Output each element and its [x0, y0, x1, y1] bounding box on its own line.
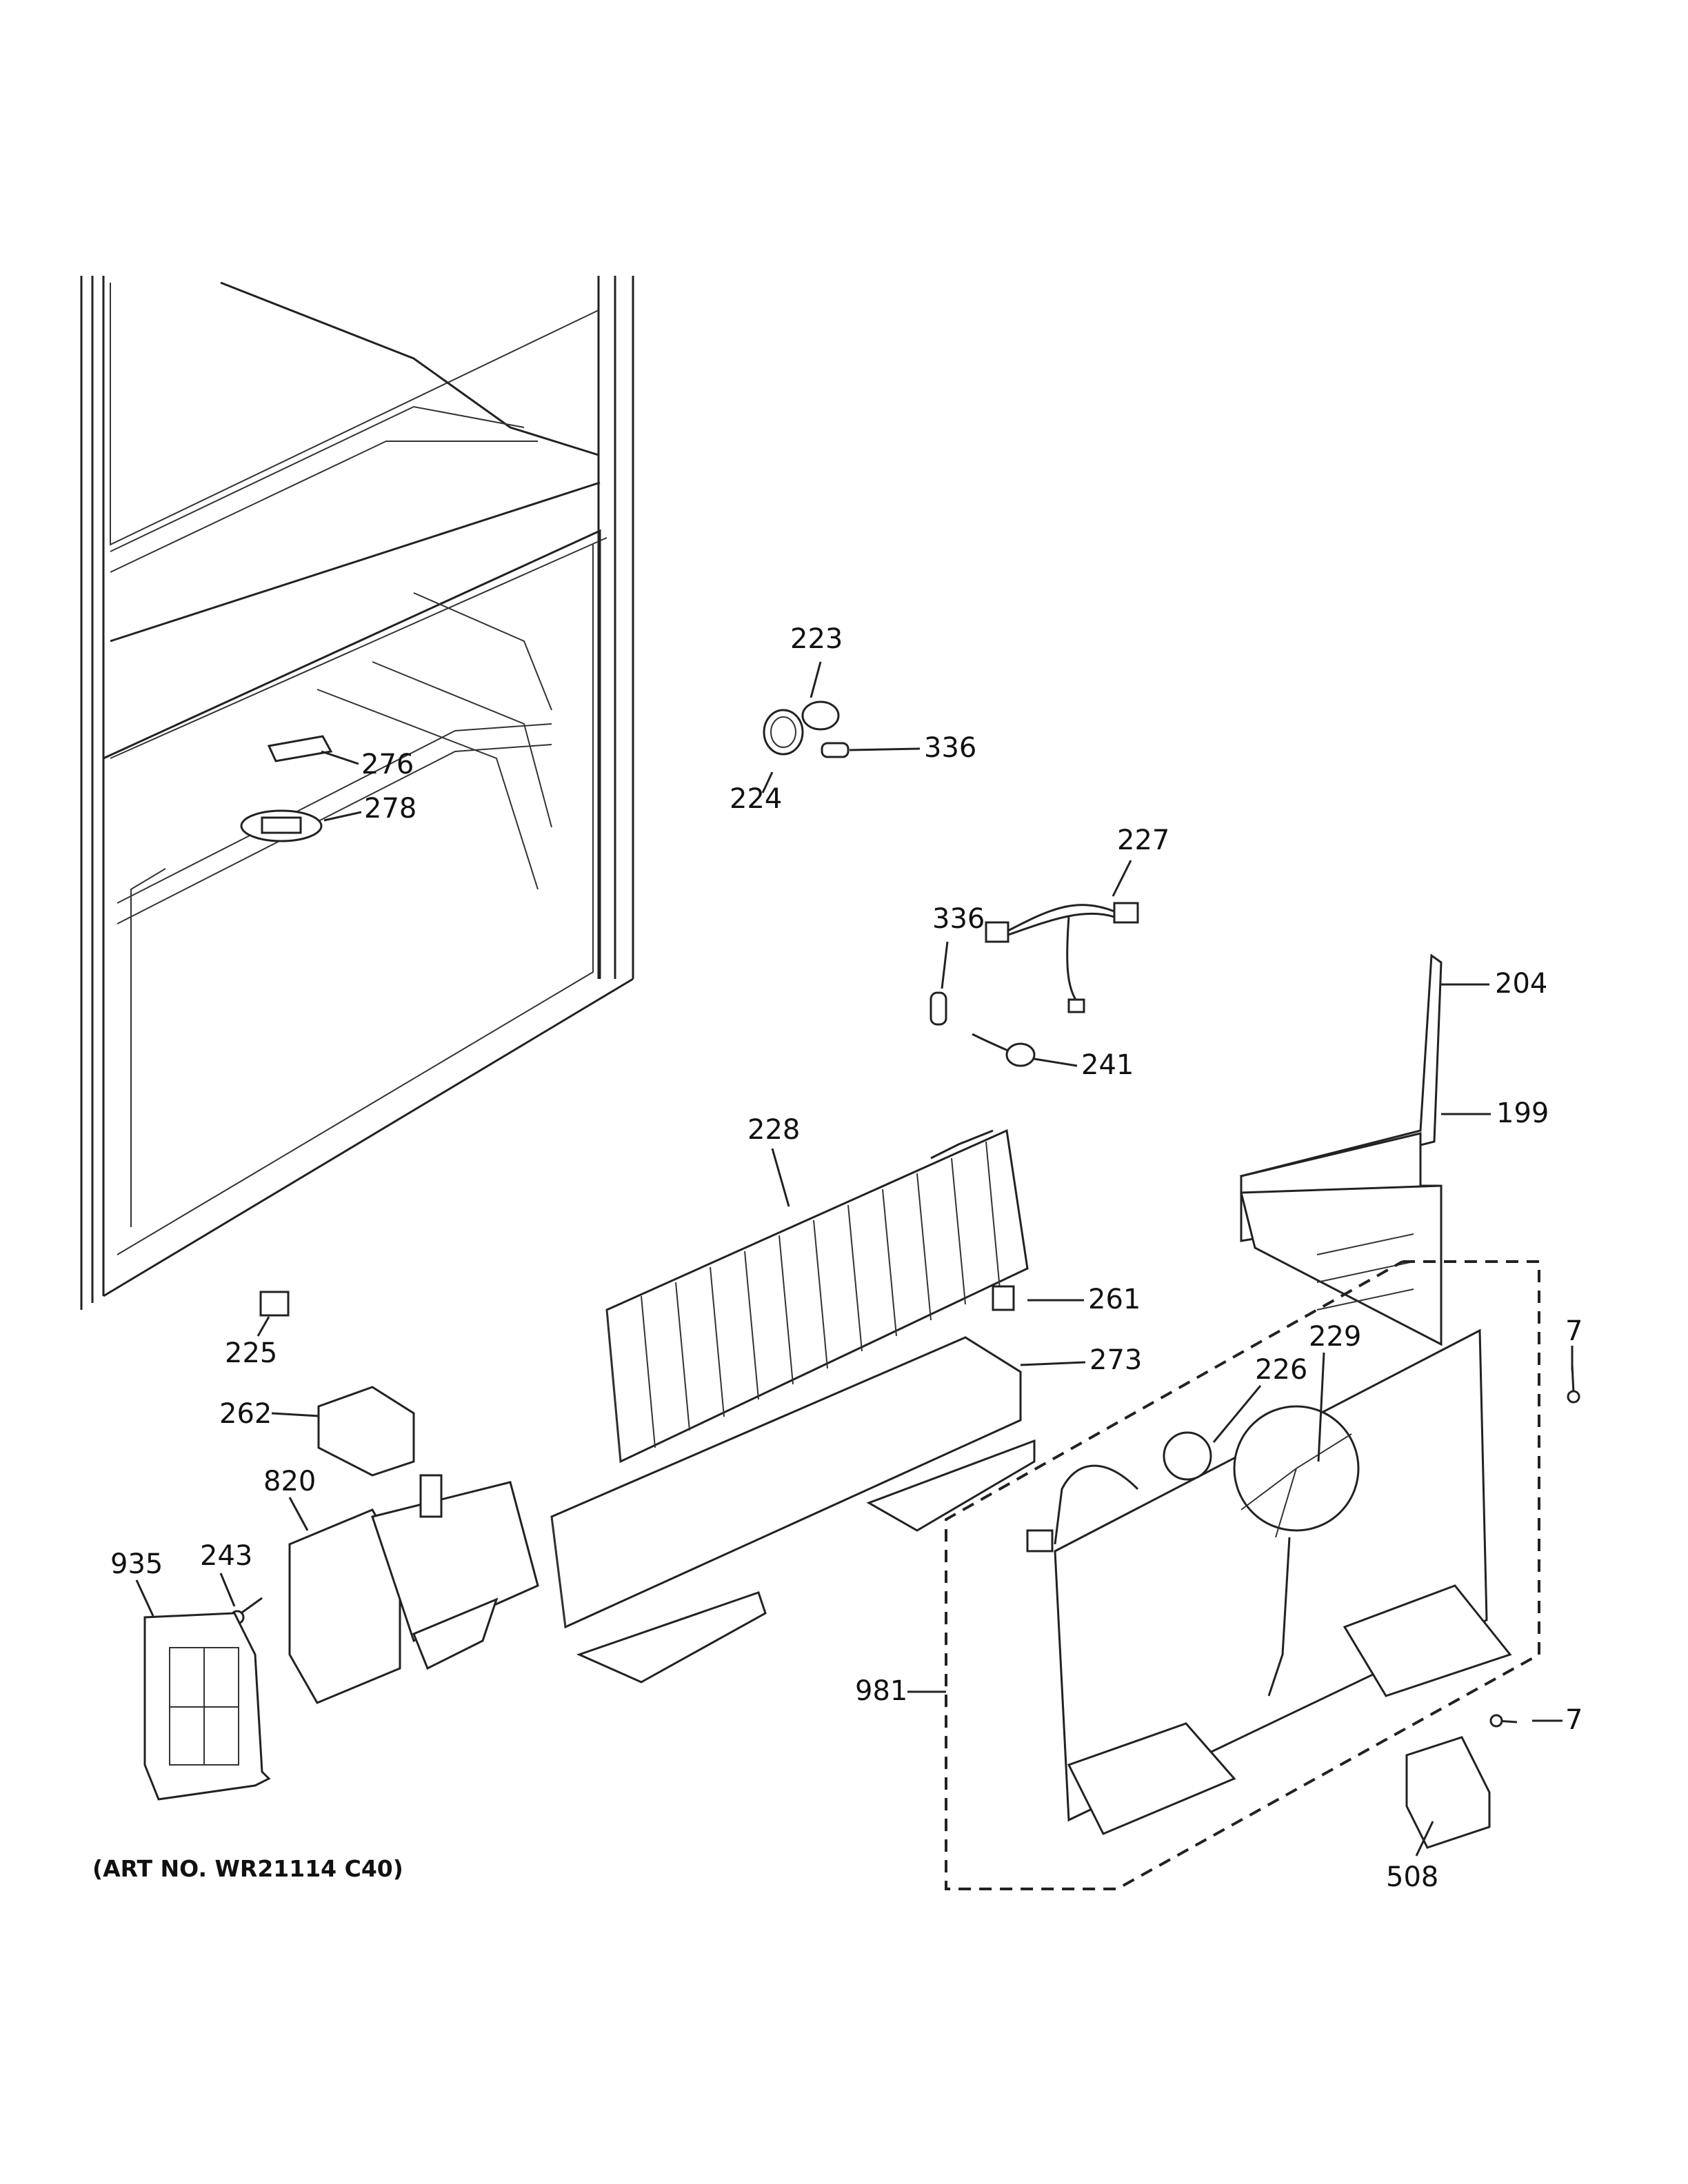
- part-508-cover: [1405, 1736, 1491, 1849]
- part-276-shape: [267, 735, 333, 762]
- label-229: 229: [1309, 1321, 1361, 1353]
- label-227: 227: [1117, 825, 1169, 856]
- art-number-caption: (ART NO. WR21114 C40): [92, 1855, 403, 1882]
- part-278-shape: [240, 809, 323, 842]
- label-261: 261: [1088, 1284, 1141, 1315]
- part-228-evaporator: [605, 1129, 1029, 1464]
- label-336-mid: 336: [932, 903, 985, 935]
- cabinet-liner: [80, 276, 634, 1310]
- label-226: 226: [1255, 1354, 1307, 1386]
- part-273-drain-pan: [550, 1285, 1036, 1684]
- label-981: 981: [855, 1675, 907, 1707]
- part-820-ice-maker: [288, 1474, 539, 1704]
- label-241: 241: [1081, 1049, 1134, 1081]
- part-labels: 223 336 224 276 278 227 336 204 241 199 …: [110, 623, 1582, 1893]
- label-935: 935: [110, 1548, 163, 1580]
- part-935-shape: [143, 1612, 271, 1801]
- label-224: 224: [730, 783, 782, 815]
- part-227-harness: [985, 902, 1139, 1013]
- label-820: 820: [263, 1466, 316, 1497]
- label-243: 243: [200, 1540, 252, 1572]
- part-225-shape: [259, 1291, 290, 1317]
- label-7-bottom: 7: [1565, 1704, 1582, 1736]
- label-273: 273: [1089, 1344, 1142, 1376]
- part-204-199-cover: [1239, 953, 1443, 1346]
- label-262: 262: [219, 1398, 272, 1430]
- label-7-top: 7: [1565, 1315, 1582, 1347]
- label-223: 223: [790, 623, 843, 655]
- label-225: 225: [225, 1337, 277, 1369]
- label-278: 278: [364, 793, 416, 825]
- label-199: 199: [1496, 1098, 1549, 1129]
- label-276: 276: [361, 749, 414, 780]
- label-228: 228: [747, 1114, 800, 1146]
- group-981-boundary: [945, 1260, 1540, 1890]
- label-204: 204: [1495, 968, 1547, 1000]
- screw-icons: [1489, 1364, 1580, 1728]
- part-336-241: [930, 991, 1036, 1067]
- leader-lines: [135, 661, 1574, 1857]
- part-981-fan-bracket: [1026, 1328, 1512, 1835]
- part-223-224-shapes: [763, 700, 850, 758]
- label-336-top: 336: [924, 732, 976, 764]
- label-508: 508: [1386, 1861, 1438, 1893]
- part-262-shape: [317, 1386, 415, 1477]
